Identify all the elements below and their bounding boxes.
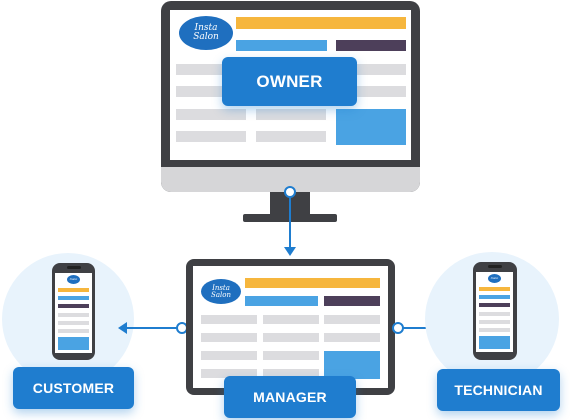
- table-cell: [324, 333, 380, 342]
- phone-row: [479, 320, 510, 324]
- connector-dot-manager-right: [392, 322, 404, 334]
- table-cell: [176, 86, 246, 97]
- arrow-left: [118, 322, 127, 334]
- technician-phone: Insta: [473, 262, 517, 360]
- table-cell: [263, 351, 319, 360]
- phone-row: [58, 321, 89, 325]
- phone-panel: [58, 337, 89, 350]
- owner-label: OWNER: [222, 57, 357, 106]
- instasalon-logo-small: Insta: [488, 274, 501, 283]
- phone-bar-purple: [479, 303, 510, 307]
- customer-phone-screen: Insta: [55, 273, 92, 353]
- header-bar: [236, 17, 406, 29]
- content-panel: [336, 109, 406, 145]
- phone-header-bar: [58, 288, 89, 292]
- phone-bar-blue: [479, 295, 510, 299]
- customer-phone: Insta: [52, 263, 95, 360]
- phone-notch: [67, 266, 81, 269]
- table-cell: [324, 315, 380, 324]
- phone-bar-purple: [58, 304, 89, 308]
- content-panel: [324, 351, 380, 379]
- table-cell: [263, 315, 319, 324]
- phone-header-bar: [479, 287, 510, 291]
- table-cell: [201, 351, 257, 360]
- arrow-down: [284, 247, 296, 256]
- table-cell: [256, 109, 326, 120]
- phone-row: [479, 312, 510, 316]
- header-bar: [245, 278, 380, 288]
- action-bar-purple: [324, 296, 380, 306]
- phone-row: [479, 328, 510, 332]
- table-cell: [201, 315, 257, 324]
- phone-notch: [488, 265, 502, 268]
- technician-phone-screen: Insta: [476, 272, 513, 352]
- table-cell: [263, 369, 319, 378]
- connector-manager-customer: [127, 327, 179, 329]
- table-cell: [176, 109, 246, 120]
- phone-row: [58, 313, 89, 317]
- action-bar-blue: [245, 296, 318, 306]
- technician-label: TECHNICIAN: [437, 369, 560, 411]
- connector-owner-manager: [289, 196, 291, 248]
- customer-label: CUSTOMER: [13, 367, 134, 409]
- table-cell: [201, 369, 257, 378]
- phone-panel: [479, 336, 510, 349]
- table-cell: [263, 333, 319, 342]
- instasalon-logo-small: Insta: [67, 275, 80, 284]
- manager-label: MANAGER: [224, 376, 356, 418]
- action-bar-blue: [236, 40, 327, 51]
- table-cell: [201, 333, 257, 342]
- phone-bar-blue: [58, 296, 89, 300]
- table-cell: [256, 131, 326, 142]
- action-bar-purple: [336, 40, 406, 51]
- table-cell: [176, 131, 246, 142]
- table-cell: [336, 86, 406, 97]
- table-cell: [336, 64, 406, 75]
- phone-row: [58, 329, 89, 333]
- table-cell: [176, 64, 246, 75]
- connector-dot-owner: [284, 186, 296, 198]
